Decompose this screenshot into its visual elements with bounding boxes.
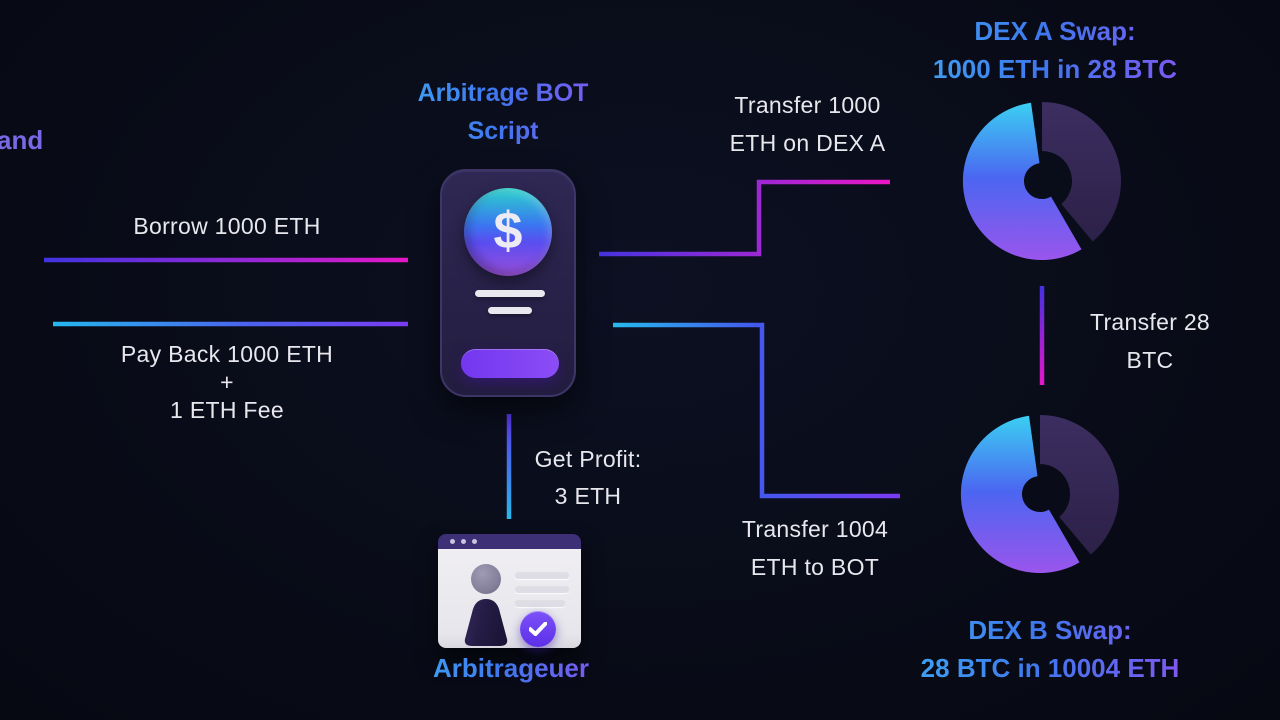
dexb-title-line2: 28 BTC in 10004 ETH <box>920 653 1180 683</box>
dexa-title: DEX A Swap: 1000 ETH in 28 BTC <box>920 12 1190 88</box>
text-line-icon <box>515 601 565 607</box>
window-dot-icon <box>472 539 477 544</box>
payback-label: Pay Back 1000 ETH + 1 ETH Fee <box>45 340 409 424</box>
card-button-icon <box>461 349 559 378</box>
browser-window-icon <box>438 534 581 648</box>
payback-line3: 1 ETH Fee <box>170 397 284 423</box>
browser-titlebar <box>438 534 581 549</box>
transfer-to-bot-line2: ETH to BOT <box>750 554 880 580</box>
profit-label: Get Profit: 3 ETH <box>527 441 649 515</box>
window-dot-icon <box>450 539 455 544</box>
profit-line1: Get Profit: <box>534 446 642 472</box>
dexa-title-line1: DEX A Swap: <box>974 16 1136 46</box>
text-line-icon <box>515 587 569 593</box>
bot-to-dexa-flow-line <box>599 179 890 257</box>
transfer-to-bot-line1: Transfer 1004 <box>741 516 889 542</box>
arbitrageur-label: Arbitrageuer <box>420 653 602 683</box>
person-icon <box>464 564 508 646</box>
bot-title-line2: Script <box>467 117 539 145</box>
bot-title-line1: Arbitrage BOT <box>417 79 589 107</box>
dexa-title-line2: 1000 ETH in 28 BTC <box>932 54 1178 84</box>
card-text-line-icon <box>488 307 532 314</box>
window-dot-icon <box>461 539 466 544</box>
dollar-coin-icon: $ <box>464 188 552 276</box>
profit-line2: 3 ETH <box>554 483 622 509</box>
dexb-pie-chart-icon <box>960 415 1119 574</box>
payback-line2: + <box>220 369 234 395</box>
browser-body <box>438 549 581 648</box>
bot-title: Arbitrage BOT Script <box>403 74 603 150</box>
transfer-to-bot-label: Transfer 1004 ETH to BOT <box>705 510 925 586</box>
dexb-title: DEX B Swap: 28 BTC in 10004 ETH <box>915 611 1185 687</box>
transfer-to-dexa-line1: Transfer 1000 <box>734 92 881 118</box>
lend-platform-partial-label: and <box>0 125 44 155</box>
dexb-title-line1: DEX B Swap: <box>968 615 1132 645</box>
payback-line1: Pay Back 1000 ETH <box>120 341 334 367</box>
transfer-28-btc-label: Transfer 28 BTC <box>1080 303 1220 379</box>
text-line-icon <box>515 573 569 579</box>
dexa-pie-chart-icon <box>962 102 1121 261</box>
transfer-28-line2: BTC <box>1126 347 1174 373</box>
dexb-to-bot-flow-line <box>613 322 900 499</box>
verified-check-icon <box>520 611 556 647</box>
bot-card-icon: $ <box>440 169 576 397</box>
transfer-to-dexa-label: Transfer 1000 ETH on DEX A <box>700 86 915 162</box>
transfer-to-dexa-line2: ETH on DEX A <box>729 130 886 156</box>
borrow-label: Borrow 1000 ETH <box>133 213 321 239</box>
transfer-28-line1: Transfer 28 <box>1089 309 1211 335</box>
dollar-symbol: $ <box>493 202 523 260</box>
card-text-line-icon <box>475 290 545 297</box>
